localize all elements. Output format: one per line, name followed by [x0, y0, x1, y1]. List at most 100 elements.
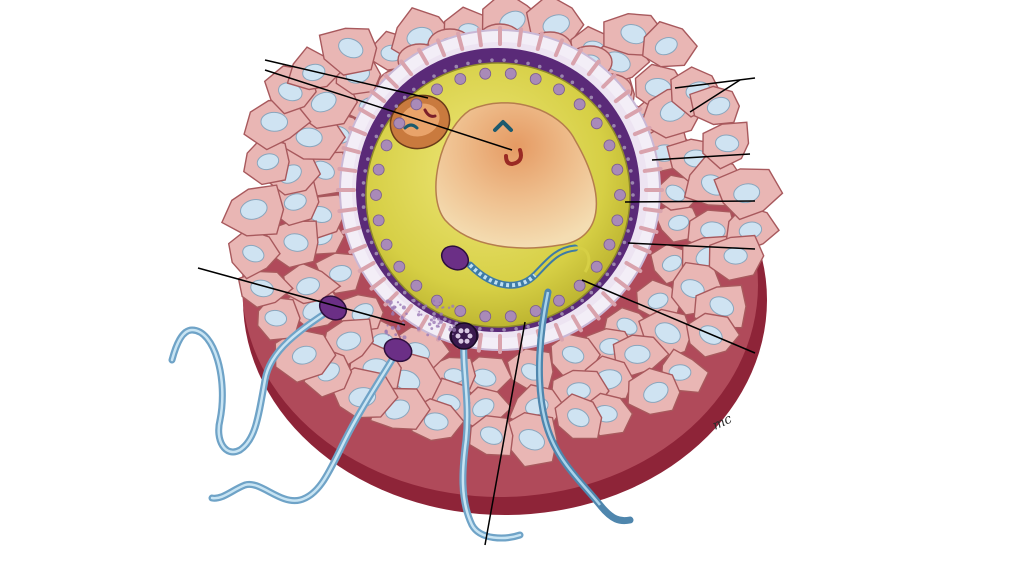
cortical-granule	[614, 189, 626, 201]
enzyme-particle	[451, 333, 454, 336]
acrosome-vesicle	[455, 333, 461, 339]
follicle-cell-nucleus	[647, 292, 669, 309]
membrane-dot	[369, 145, 374, 150]
enzyme-particle	[399, 335, 402, 338]
enzyme-particle	[432, 299, 436, 303]
membrane-dot	[374, 251, 379, 256]
sperm-head	[440, 245, 470, 271]
sperm-head	[318, 295, 348, 321]
membrane-dot	[629, 217, 633, 221]
polar-body-chromosome	[423, 108, 437, 118]
leader-line-perivitelline	[651, 153, 751, 161]
enzyme-particle	[387, 334, 390, 337]
follicle-cell-nucleus	[714, 134, 740, 153]
membrane-dot	[380, 123, 384, 128]
cortical-granule	[479, 310, 492, 323]
follicle-cell-nucleus	[472, 398, 495, 418]
enzyme-particle	[452, 324, 456, 328]
acrosome-vesicle	[464, 328, 470, 334]
cortical-granule	[553, 83, 565, 96]
enzyme-particle	[439, 312, 443, 316]
cortical-granule	[380, 139, 393, 152]
cortical-granule	[372, 214, 385, 227]
leader-line-zona-pellucida	[627, 242, 756, 250]
cortical-granule	[454, 73, 467, 85]
cell-process	[613, 89, 631, 104]
cortical-granule	[504, 310, 517, 323]
follicle-cell-nucleus	[733, 183, 761, 204]
cell-process	[417, 314, 429, 333]
cortical-granule	[529, 73, 542, 85]
leader-line-plasma-membrane	[581, 279, 756, 354]
cell-process	[357, 261, 376, 273]
follicle-cell-nucleus	[283, 233, 309, 252]
cortical-granule	[370, 189, 382, 201]
follicle-cell-nucleus	[240, 199, 268, 220]
follicle-cell-nucleus	[302, 63, 326, 82]
membrane-dot	[478, 59, 482, 64]
cell-process	[341, 225, 361, 234]
membrane-dot	[630, 205, 635, 209]
cortical-granule	[590, 260, 603, 273]
membrane-dot	[617, 134, 622, 139]
cell-process	[586, 59, 601, 77]
cell-process	[341, 146, 361, 155]
membrane-dot	[630, 181, 635, 185]
enzyme-particle	[405, 312, 408, 316]
cell-process	[369, 276, 387, 291]
membrane-dot	[537, 64, 542, 69]
acrosome-vesicle	[458, 338, 464, 344]
membrane-dot	[570, 305, 575, 310]
membrane-dot	[631, 193, 635, 197]
membrane-dot	[394, 104, 399, 108]
cell-process	[337, 207, 358, 214]
enzyme-particle	[430, 327, 434, 330]
sperm-head	[383, 337, 413, 363]
membrane-dot	[580, 87, 584, 92]
follicle-cell-nucleus	[338, 37, 364, 59]
follicle-cell-nucleus	[423, 412, 449, 431]
follicle-cell-nucleus	[242, 244, 265, 263]
membrane-dot	[549, 317, 553, 321]
cell-process	[476, 332, 483, 353]
membrane-dot	[526, 324, 530, 329]
enzyme-particle	[438, 301, 441, 304]
membrane-dot	[454, 64, 459, 69]
membrane-dot	[402, 290, 407, 295]
sperm-tail-highlight	[170, 306, 335, 454]
membrane-dot	[421, 80, 426, 85]
membrane-dot	[361, 205, 366, 209]
membrane-dot	[597, 282, 602, 286]
enzyme-particle	[385, 331, 388, 335]
membrane-dot	[502, 328, 506, 332]
cortical-granule	[431, 83, 443, 96]
cell-process	[357, 107, 376, 119]
follicle-cell-nucleus	[654, 37, 678, 56]
cell-process	[639, 225, 659, 234]
cell-process	[639, 146, 659, 155]
enzyme-particle	[451, 304, 455, 308]
enzyme-particle	[397, 324, 400, 328]
cortical-granule	[573, 98, 586, 111]
follicle-cell-nucleus	[329, 264, 352, 282]
follicle-cell-nucleus	[665, 184, 686, 202]
enzyme-particle	[386, 324, 389, 327]
enzyme-particle	[416, 313, 421, 317]
membrane-dot	[597, 104, 602, 108]
leader-line-polar-body	[264, 59, 429, 99]
membrane-dot	[386, 113, 391, 118]
membrane-dot	[514, 326, 518, 331]
cell-process	[369, 89, 387, 104]
follicle-cell-nucleus	[668, 364, 692, 381]
enzyme-particle	[416, 326, 421, 331]
chromosome	[493, 120, 513, 132]
follicle-cell-nucleus	[661, 254, 683, 272]
cell-process	[571, 47, 583, 66]
cortical-granules	[370, 67, 626, 323]
membrane-dot	[617, 251, 622, 256]
membrane-dot	[629, 169, 633, 173]
cell-process	[586, 303, 601, 321]
cell-process	[476, 27, 483, 48]
cell-process	[601, 73, 617, 89]
membrane-dot	[626, 157, 630, 161]
